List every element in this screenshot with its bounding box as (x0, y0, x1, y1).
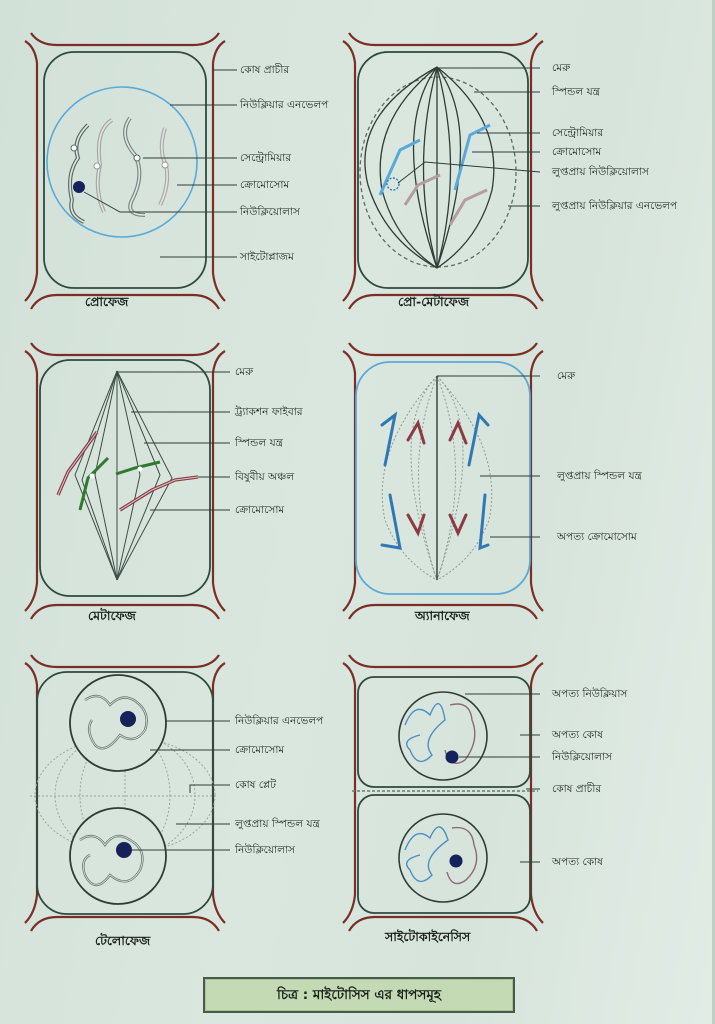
label-nucleolus: নিউক্লিয়োলাস (240, 206, 300, 218)
prophase-cell (23, 31, 237, 311)
caption-prophase: প্রোফেজ (85, 294, 129, 309)
label-disappearing-spindle: লুপ্তপ্রায় স্পিন্ডল যন্ত্র (557, 470, 642, 482)
label-disappearing-nucleolus: লুপ্তপ্রায় নিউক্লিয়োলাস (552, 166, 649, 178)
label-spindle: স্পিন্ডল যন্ত্র (235, 437, 283, 449)
spindle-apparatus (364, 66, 495, 269)
label-pole: মেরু (552, 62, 571, 74)
figure-title: চিত্র : মাইটোসিস এর ধাপসমূহ (277, 986, 441, 1003)
label-pole: মেরু (235, 366, 254, 378)
label-chromosome: ক্রোমোসোম (235, 504, 285, 516)
page-edge (712, 0, 715, 1024)
prometaphase-cell (341, 31, 545, 311)
label-equatorial-region: বিষুবীয় অঞ্চল (235, 471, 295, 483)
label-chromosome: ক্রোমোসোম (240, 179, 290, 191)
caption-anaphase: অ্যানাফেজ (415, 608, 470, 623)
telophase-cell (23, 653, 230, 933)
label-centromere: সেন্ট্রোমিয়ার (552, 127, 604, 139)
label-daughter-cell: অপত্য কোষ (552, 729, 603, 741)
label-nucleolus: নিউক্লিয়োলাস (552, 751, 612, 763)
label-nuclear-envelope: নিউক্লিয়ার এনভেলপ (235, 715, 324, 727)
anaphase-cell (341, 341, 545, 621)
label-nucleolus: নিউক্লিয়োলাস (235, 844, 295, 856)
label-daughter-nucleus: অপত্য নিউক্লিয়াস (552, 688, 628, 700)
figure-title-box: চিত্র : মাইটোসিস এর ধাপসমূহ (203, 977, 515, 1013)
label-disappearing-nuclear-envelope: লুপ্তপ্রায় নিউক্লিয়ার এনভেলপ (552, 200, 678, 212)
label-daughter-cell: অপত্য কোষ (552, 856, 603, 868)
metaphase-cell (23, 341, 230, 621)
label-traction-fiber: ট্র্যাকশন ফাইবার (235, 406, 303, 418)
label-disappearing-spindle: লুপ্তপ্রায় স্পিন্ডল যন্ত্র (235, 818, 320, 830)
label-pole: মেরু (557, 370, 576, 382)
label-centromere: সেন্ট্রোমিয়ার (240, 152, 292, 164)
label-cell-wall: কোষ প্রাচীর (240, 64, 290, 76)
caption-cytokinesis: সাইটোকাইনেসিস (385, 929, 471, 944)
label-chromosome: ক্রোমোসোম (235, 744, 285, 756)
label-cytoplasm: সাইটোপ্লাজম (240, 251, 294, 263)
nucleolus (73, 181, 85, 193)
label-spindle: স্পিন্ডল যন্ত্র (552, 86, 600, 98)
label-daughter-chromosome: অপত্য ক্রোমোসোম (557, 531, 637, 543)
label-cell-plate: কোষ প্লেট (235, 779, 276, 791)
caption-metaphase: মেটাফেজ (88, 608, 136, 623)
label-nuclear-envelope: নিউক্লিয়ার এনভেলপ (240, 99, 329, 111)
label-chromosome: ক্রোমোসোম (552, 146, 602, 158)
nuclear-envelope (46, 86, 198, 238)
cytokinesis-cell (341, 653, 545, 933)
caption-prometaphase: প্রো-মেটাফেজ (398, 294, 470, 309)
cell-membrane (43, 51, 207, 289)
caption-telophase: টেলোফেজ (95, 933, 151, 948)
label-cell-wall: কোষ প্রাচীর (552, 783, 602, 795)
